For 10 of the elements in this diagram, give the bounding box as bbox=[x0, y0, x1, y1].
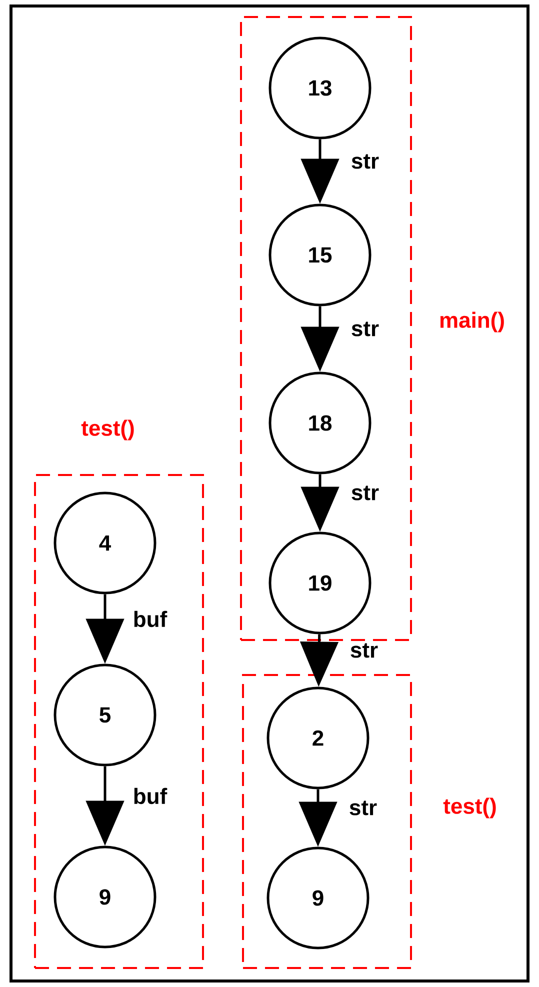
node-label: main() bbox=[440, 312, 504, 332]
edge-label: str bbox=[350, 484, 380, 502]
edge-label: buf bbox=[132, 786, 168, 806]
node-label: test() bbox=[81, 420, 134, 440]
edge-label: str bbox=[348, 642, 380, 659]
edge-label: buf bbox=[132, 610, 168, 628]
edge-label: str bbox=[350, 320, 380, 338]
edge-label: str bbox=[350, 153, 380, 170]
edge-label: str bbox=[348, 800, 378, 816]
node-label: test() bbox=[443, 798, 496, 818]
